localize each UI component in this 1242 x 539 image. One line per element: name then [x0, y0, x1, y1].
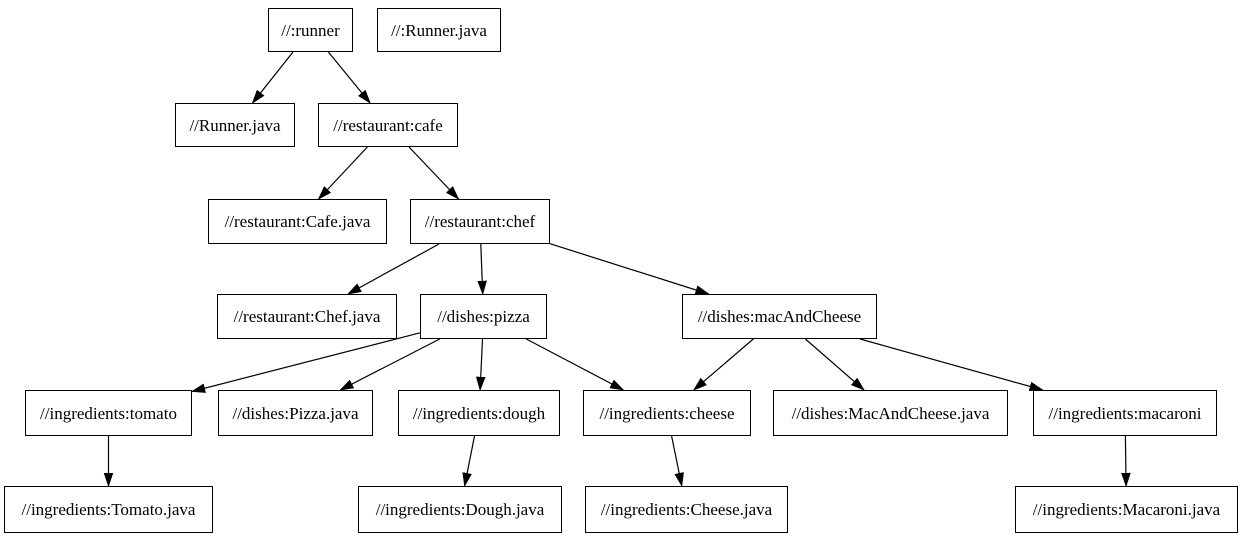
edge-chef-to-chef-java	[346, 243, 440, 295]
edge-pizza-to-dough	[475, 338, 486, 392]
node-label: //ingredients:dough	[412, 403, 546, 423]
graph-node-cafe-java: //restaurant:Cafe.java	[208, 199, 387, 244]
node-label: //ingredients:Macaroni.java	[1032, 500, 1221, 519]
node-label: //dishes:pizza	[437, 307, 530, 326]
node-label: //restaurant:Chef.java	[233, 307, 381, 326]
node-label: //ingredients:Tomato.java	[21, 500, 196, 519]
node-label: //dishes:Pizza.java	[232, 403, 359, 423]
edge-mac-and-cheese-to-cheese	[692, 338, 754, 391]
graph-node-chef: //restaurant:chef	[410, 199, 550, 244]
edge-pizza-to-pizza-java	[339, 338, 440, 391]
node-label: //ingredients:Cheese.java	[600, 500, 773, 519]
graph-node-root-runner-java: //:Runner.java	[377, 8, 501, 52]
graph-node-mac-and-cheese: //dishes:macAndCheese	[682, 294, 877, 339]
node-label: //ingredients:tomato	[40, 403, 177, 423]
edge-runner-to-runner-java	[251, 51, 294, 104]
edge-dough-to-dough-java	[462, 435, 476, 488]
node-label: //restaurant:chef	[424, 212, 536, 231]
edge-cafe-to-cafe-java	[317, 146, 368, 200]
node-label: //restaurant:cafe	[333, 115, 443, 135]
edge-chef-to-mac-and-cheese	[549, 243, 710, 295]
node-label: //dishes:MacAndCheese.java	[791, 403, 990, 423]
graph-node-pizza: //dishes:pizza	[420, 294, 547, 339]
graph-node-cheese-java: //ingredients:Cheese.java	[585, 486, 788, 533]
edge-pizza-to-cheese	[526, 338, 625, 391]
node-label: //Runner.java	[189, 115, 281, 135]
graph-node-dough: //ingredients:dough	[398, 390, 560, 436]
edge-runner-to-cafe	[327, 51, 371, 104]
graph-node-macaroni: //ingredients:macaroni	[1033, 390, 1217, 436]
edge-cheese-to-cheese-java	[671, 435, 684, 488]
node-label: //ingredients:macaroni	[1048, 403, 1202, 423]
graph-node-tomato-java: //ingredients:Tomato.java	[4, 486, 213, 533]
edge-macaroni-to-macaroni-java	[1121, 435, 1131, 488]
graph-node-runner: //:runner	[268, 8, 353, 52]
node-label: //dishes:macAndCheese	[697, 307, 862, 326]
graph-node-runner-java: //Runner.java	[175, 103, 295, 147]
edge-mac-and-cheese-to-mac-and-cheese-java	[805, 338, 865, 391]
graph-node-macaroni-java: //ingredients:Macaroni.java	[1015, 486, 1238, 533]
graph-node-tomato: //ingredients:tomato	[25, 390, 192, 436]
edge-mac-and-cheese-to-macaroni	[859, 338, 1044, 392]
edge-pizza-to-tomato	[190, 332, 421, 393]
edge-cafe-to-chef	[408, 146, 460, 200]
graph-node-mac-and-cheese-java: //dishes:MacAndCheese.java	[773, 390, 1008, 436]
graph-node-pizza-java: //dishes:Pizza.java	[218, 390, 373, 436]
node-label: //restaurant:Cafe.java	[224, 212, 371, 231]
node-label: //ingredients:Dough.java	[375, 500, 545, 519]
graph-node-chef-java: //restaurant:Chef.java	[217, 294, 397, 339]
graph-node-cheese: //ingredients:cheese	[583, 390, 751, 436]
node-label: //:runner	[281, 20, 340, 40]
graph-node-dough-java: //ingredients:Dough.java	[358, 486, 562, 533]
edge-chef-to-pizza	[477, 243, 487, 296]
node-label: //:Runner.java	[391, 20, 487, 40]
node-label: //ingredients:cheese	[599, 403, 735, 423]
graph-node-cafe: //restaurant:cafe	[318, 103, 458, 147]
